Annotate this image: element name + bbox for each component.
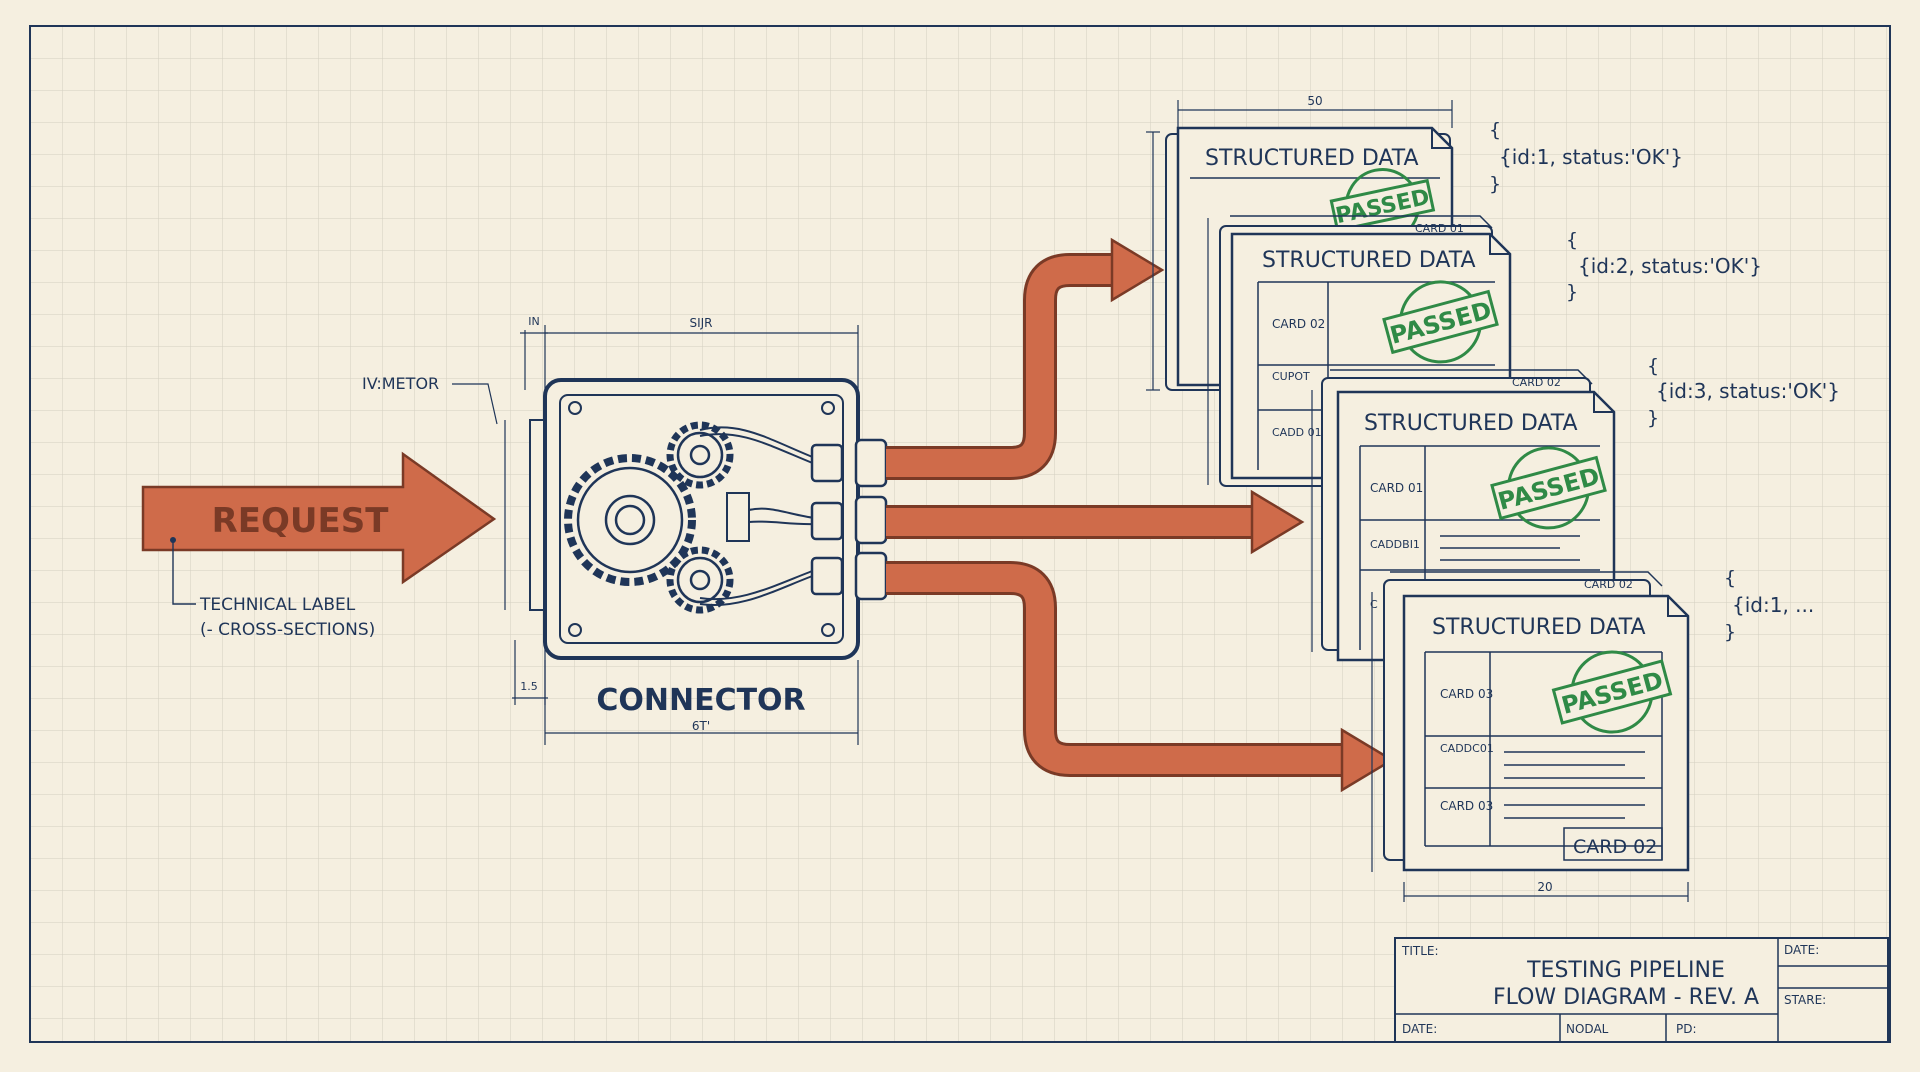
technical-label-line-2: (- CROSS-SECTIONS): [200, 620, 375, 640]
stack-4-title: STRUCTURED DATA: [1432, 615, 1646, 640]
stack-3-title: STRUCTURED DATA: [1364, 411, 1578, 436]
output-pipes: [886, 237, 1395, 793]
dim-top-small: IN: [528, 315, 539, 328]
json-1-close: }: [1489, 173, 1501, 195]
bottom-date-label: DATE:: [1402, 1022, 1437, 1036]
dim-side: 1.5: [520, 680, 538, 693]
connector-label: CONNECTOR: [596, 683, 805, 718]
stack-2-row-3: CADD 01: [1272, 426, 1322, 439]
stack-3-back-tag: CARD 02: [1512, 376, 1561, 389]
stack-1-title: STRUCTURED DATA: [1205, 146, 1419, 171]
stack-4-footer-tag: CARD 02: [1573, 836, 1657, 858]
nodal-label: NODAL: [1566, 1022, 1609, 1036]
json-2-open: {: [1566, 229, 1578, 251]
date-label: DATE:: [1784, 943, 1819, 957]
json-4-body: {id:1, ...: [1732, 593, 1814, 617]
pd-label: PD:: [1676, 1022, 1697, 1036]
stack-4-row-2: CADDC01: [1440, 742, 1494, 755]
passed-stamp-4: PASSED: [1551, 650, 1673, 734]
json-2-body: {id:2, status:'OK'}: [1578, 254, 1762, 278]
stack-3-row-2: CADDBI1: [1370, 538, 1420, 551]
json-snippet-4: { {id:1, ... }: [1724, 567, 1814, 643]
json-3-open: {: [1647, 355, 1659, 377]
technical-label-line-1: TECHNICAL LABEL: [199, 595, 356, 615]
request-arrow: REQUEST: [141, 451, 497, 585]
title-line-2: FLOW DIAGRAM - REV. A: [1493, 985, 1759, 1010]
stack-2-row-2: CUPOT: [1272, 370, 1310, 383]
json-snippet-2: { {id:2, status:'OK'} }: [1566, 229, 1762, 303]
dim-bottom: 6T': [692, 719, 710, 733]
passed-stamp-2: PASSED: [1382, 280, 1499, 364]
json-3-close: }: [1647, 407, 1659, 429]
stack-4-back-tag: CARD 02: [1584, 578, 1633, 591]
stare-label: STARE:: [1784, 993, 1826, 1007]
json-4-open: {: [1724, 567, 1736, 589]
connector-box: IN SIJR 6T' 1.5 IV:METOR: [362, 315, 888, 745]
data-card-stack-4: CARD 02 STRUCTURED DATA CARD 03 CADDC01 …: [1371, 571, 1690, 902]
json-4-close: }: [1724, 621, 1736, 643]
stack-2-title: STRUCTURED DATA: [1262, 248, 1476, 273]
title-block: TITLE: TESTING PIPELINE FLOW DIAGRAM - R…: [1394, 937, 1889, 1043]
json-2-close: }: [1566, 281, 1578, 303]
json-snippet-3: { {id:3, status:'OK'} }: [1647, 355, 1840, 429]
stack-2-back-tag: CARD 01: [1415, 222, 1464, 235]
gear-icon: [564, 421, 734, 614]
json-1-open: {: [1489, 119, 1501, 141]
stack-1-dim: 50: [1307, 94, 1322, 108]
title-label: TITLE:: [1401, 944, 1439, 958]
passed-stamp-3: PASSED: [1490, 446, 1607, 530]
stack-3-row-1: CARD 01: [1370, 481, 1423, 495]
request-label: REQUEST: [212, 501, 390, 541]
stack-2-row-1: CARD 02: [1272, 317, 1325, 331]
dim-top: SIJR: [689, 316, 712, 330]
stack-4-dim: 20: [1537, 880, 1552, 894]
stack-3-row-3: C: [1370, 598, 1378, 611]
title-line-1: TESTING PIPELINE: [1526, 958, 1725, 983]
json-3-body: {id:3, status:'OK'}: [1656, 379, 1840, 403]
meter-label: IV:METOR: [362, 374, 439, 393]
stack-4-row-3: CARD 03: [1440, 799, 1493, 813]
technical-label-annotation: TECHNICAL LABEL (- CROSS-SECTIONS): [170, 537, 375, 640]
stack-4-row-1: CARD 03: [1440, 687, 1493, 701]
json-1-body: {id:1, status:'OK'}: [1499, 145, 1683, 169]
json-snippet-1: { {id:1, status:'OK'} }: [1489, 119, 1683, 195]
